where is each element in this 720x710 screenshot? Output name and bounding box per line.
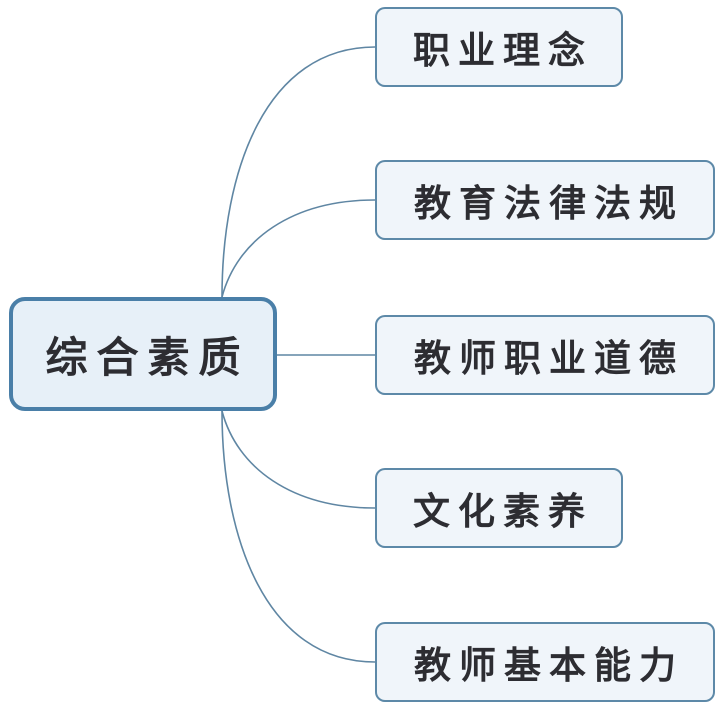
branch-node-professional-philosophy: 职业理念 [375,7,623,87]
branch-node-label: 教师基本能力 [414,645,684,686]
branch-node-basic-abilities: 教师基本能力 [375,622,715,702]
root-node-label: 综合素质 [45,333,250,381]
branch-node-label: 教育法律法规 [414,183,684,224]
root-node: 综合素质 [9,297,277,411]
connector-root-to-branch-2 [221,199,376,298]
connector-root-to-branch-1 [221,46,376,298]
branch-node-cultural-literacy: 文化素养 [375,468,623,548]
connector-root-to-branch-5 [221,410,376,663]
connector-root-to-branch-4 [221,410,376,509]
branch-node-label: 职业理念 [413,30,593,71]
branch-node-label: 教师职业道德 [414,338,684,379]
branch-node-label: 文化素养 [413,491,593,532]
branch-node-teacher-ethics: 教师职业道德 [375,315,715,395]
branch-node-education-laws: 教育法律法规 [375,160,715,240]
